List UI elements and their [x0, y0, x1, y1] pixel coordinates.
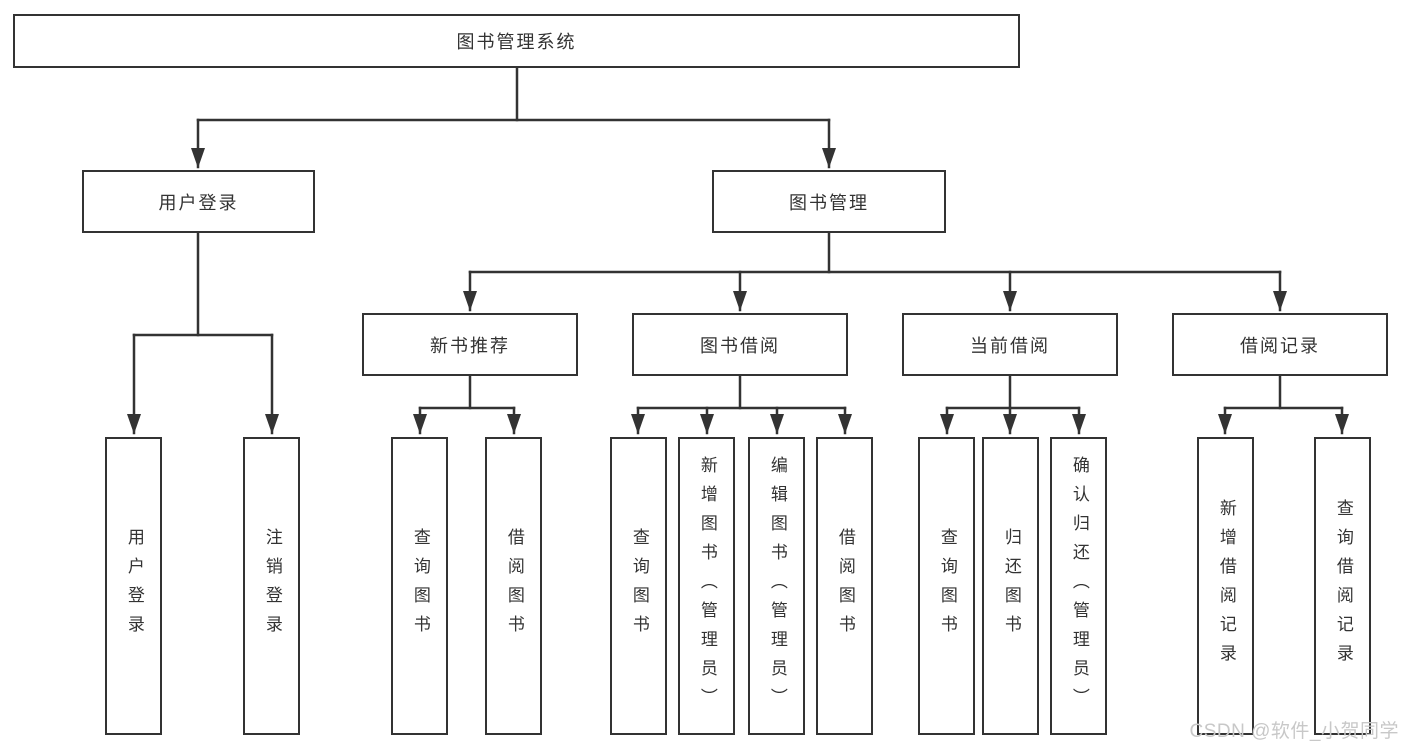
leaf-logout-login: 注销登录 [243, 437, 300, 735]
node-label: 借阅记录 [1240, 335, 1320, 356]
connector-user-login-children [127, 231, 279, 435]
connector-current-borrow-children [940, 374, 1086, 435]
node-label: 新增图书（管理员） [697, 455, 717, 717]
node-label: 借阅图书 [835, 528, 855, 644]
node-label: 图书借阅 [700, 335, 780, 356]
node-label: 当前借阅 [970, 335, 1050, 356]
leaf-query-books-current: 查询图书 [918, 437, 975, 735]
node-label: 图书管理 [789, 192, 869, 213]
leaf-confirm-return-admin: 确认归还（管理员） [1050, 437, 1107, 735]
leaf-borrow-books: 借阅图书 [816, 437, 873, 735]
node-borrow-records: 借阅记录 [1172, 313, 1388, 376]
node-label: 新增借阅记录 [1216, 499, 1236, 673]
node-label: 查询借阅记录 [1333, 499, 1353, 673]
leaf-edit-book-admin: 编辑图书（管理员） [748, 437, 805, 735]
leaf-add-borrow-record: 新增借阅记录 [1197, 437, 1254, 735]
connector-book-borrow-children [631, 374, 852, 435]
connector-borrow-records-children [1218, 374, 1349, 435]
node-label: 新书推荐 [430, 335, 510, 356]
csdn-watermark: CSDN @软件_小贺同学 [1189, 721, 1399, 742]
node-label: 用户登录 [124, 528, 144, 644]
node-label: 查询图书 [410, 528, 430, 644]
node-label: 图书管理系统 [456, 32, 577, 52]
node-current-borrow: 当前借阅 [902, 313, 1118, 376]
node-label: 查询图书 [937, 528, 957, 644]
leaf-user-login: 用户登录 [105, 437, 162, 735]
leaf-borrow-books-recommend: 借阅图书 [485, 437, 542, 735]
connector-new-book-recommend-children [413, 374, 521, 435]
node-book-borrow: 图书借阅 [632, 313, 848, 376]
node-label: 确认归还（管理员） [1069, 455, 1089, 717]
leaf-add-book-admin: 新增图书（管理员） [678, 437, 735, 735]
node-book-management: 图书管理 [712, 170, 946, 233]
node-user-login: 用户登录 [82, 170, 315, 233]
node-label: 查询图书 [629, 528, 649, 644]
node-label: 归还图书 [1001, 528, 1021, 644]
node-label: 用户登录 [158, 192, 239, 213]
node-label: 编辑图书（管理员） [767, 455, 787, 717]
leaf-query-borrow-record: 查询借阅记录 [1314, 437, 1371, 735]
node-label: 借阅图书 [504, 528, 524, 644]
node-new-book-recommend: 新书推荐 [362, 313, 578, 376]
connector-root-to-level2 [191, 66, 836, 169]
leaf-return-books: 归还图书 [982, 437, 1039, 735]
node-label: 注销登录 [262, 528, 282, 644]
connector-book-management-children [463, 231, 1287, 312]
leaf-query-books-borrow: 查询图书 [610, 437, 667, 735]
leaf-query-books-recommend: 查询图书 [391, 437, 448, 735]
node-library-management-system: 图书管理系统 [13, 14, 1020, 68]
